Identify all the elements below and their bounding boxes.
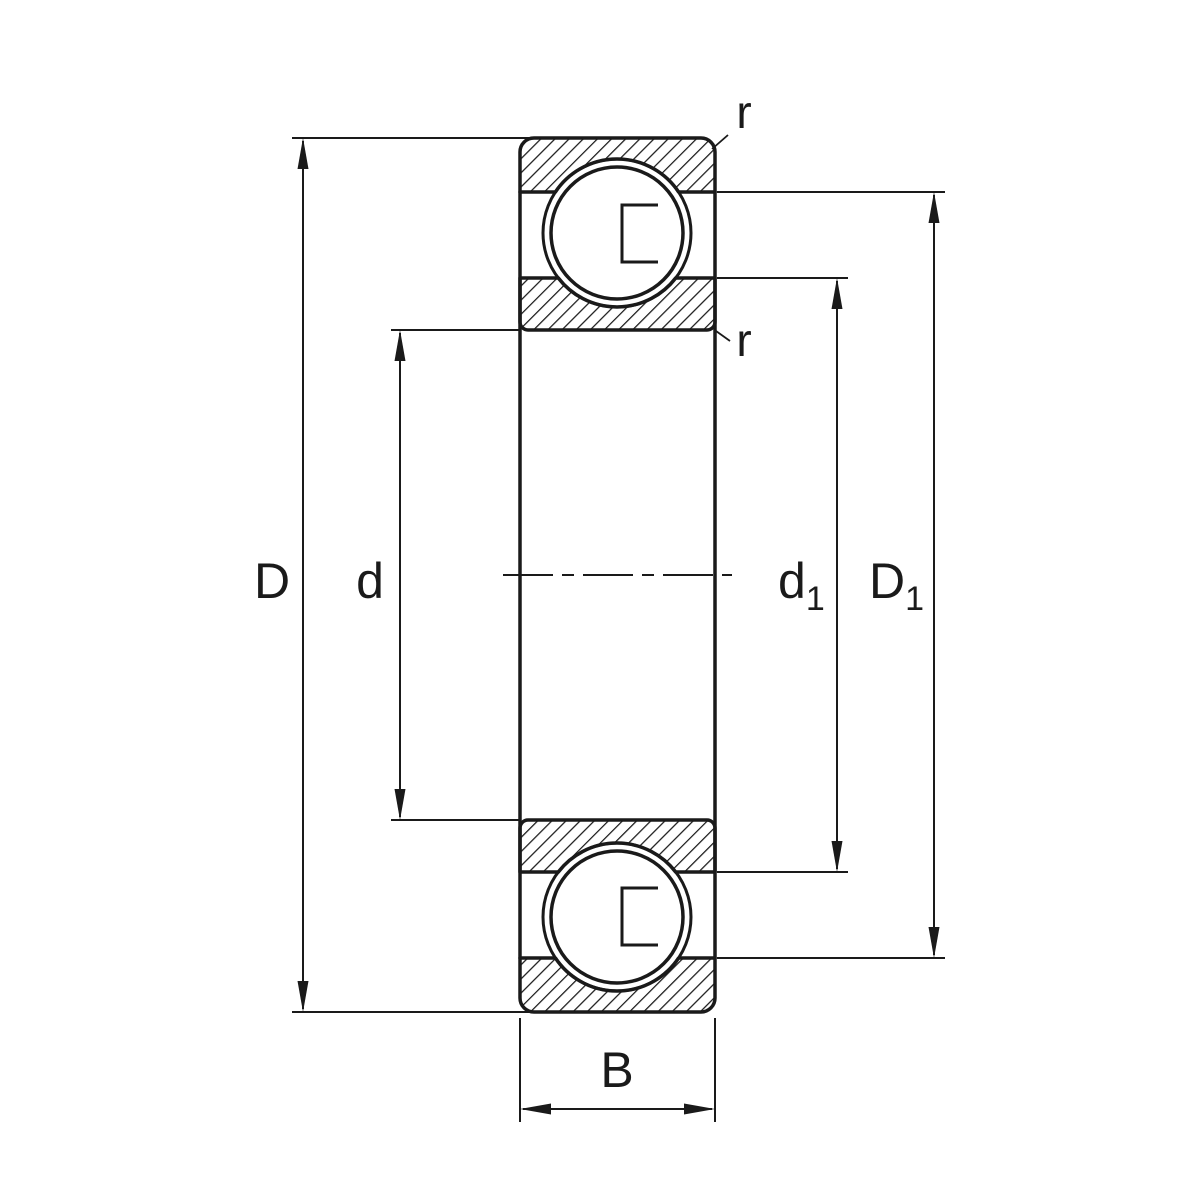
raceway-groove-bottom — [541, 841, 693, 993]
arrowhead-down — [297, 981, 309, 1012]
leader-line — [715, 330, 731, 342]
dimension-d1-label-main: d — [778, 553, 806, 609]
dimension-d: d — [356, 329, 520, 821]
dimension-D: D — [254, 137, 530, 1013]
chamfer-r-label-top: r — [736, 86, 751, 138]
dimension-d1-label: d1 — [778, 553, 825, 618]
arrowhead-up — [831, 278, 843, 309]
arrowhead-up — [928, 192, 940, 223]
dimension-D1-label-main: D — [869, 553, 905, 609]
arrowhead-up — [394, 330, 406, 361]
chamfer-callout-top: r — [711, 86, 752, 150]
leader-line — [711, 134, 729, 150]
ball-bottom — [549, 849, 685, 985]
dimension-B: B — [519, 1018, 716, 1122]
arrowhead-down — [394, 789, 406, 820]
dimension-d1: d1 — [717, 277, 848, 873]
arrowhead-left — [520, 1103, 551, 1115]
dimension-d1-label-sub: 1 — [806, 580, 825, 618]
dimension-d-label: d — [356, 553, 384, 609]
ball-top — [549, 165, 685, 301]
dimension-D1: D1 — [717, 191, 945, 959]
raceway-groove-top — [541, 157, 693, 309]
dimension-D1-label-sub: 1 — [905, 580, 924, 618]
dimension-B-label: B — [600, 1042, 633, 1098]
arrowhead-down — [928, 927, 940, 958]
dimension-D-label: D — [254, 553, 290, 609]
chamfer-r-label-inner: r — [736, 314, 751, 366]
cage-bottom — [620, 886, 658, 947]
arrowhead-down — [831, 841, 843, 872]
arrowhead-up — [297, 138, 309, 169]
arrowhead-right — [684, 1103, 715, 1115]
dimension-annotations: D d d1 D1 — [254, 86, 945, 1122]
chamfer-callout-inner: r — [715, 314, 752, 366]
bearing-cross-section — [503, 136, 732, 1014]
cage-top — [620, 203, 658, 264]
dimension-D1-label: D1 — [869, 553, 924, 618]
